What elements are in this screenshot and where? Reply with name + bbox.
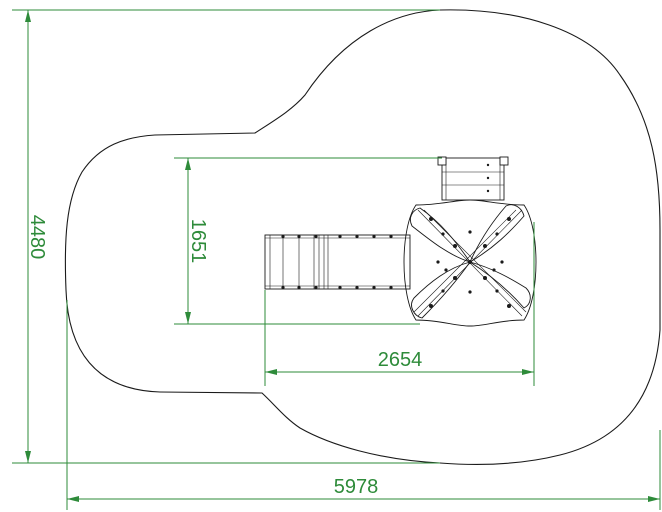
dimension-module-height-label: 1651 xyxy=(187,219,209,264)
platform-bolts xyxy=(429,217,511,308)
slide-bolts xyxy=(281,234,393,290)
slide-section xyxy=(264,234,411,290)
dimension-total-width-label: 5978 xyxy=(334,476,379,498)
ladder-steps xyxy=(437,156,509,201)
dimension-module-width: 2654 xyxy=(264,222,535,386)
dimension-module-width-label: 2654 xyxy=(378,349,423,371)
dimension-module-height: 1651 xyxy=(174,157,442,325)
dimension-total-height-label: 4480 xyxy=(26,215,48,260)
dimension-total-height: 4480 xyxy=(12,9,440,464)
dimension-total-width: 5978 xyxy=(66,300,661,510)
